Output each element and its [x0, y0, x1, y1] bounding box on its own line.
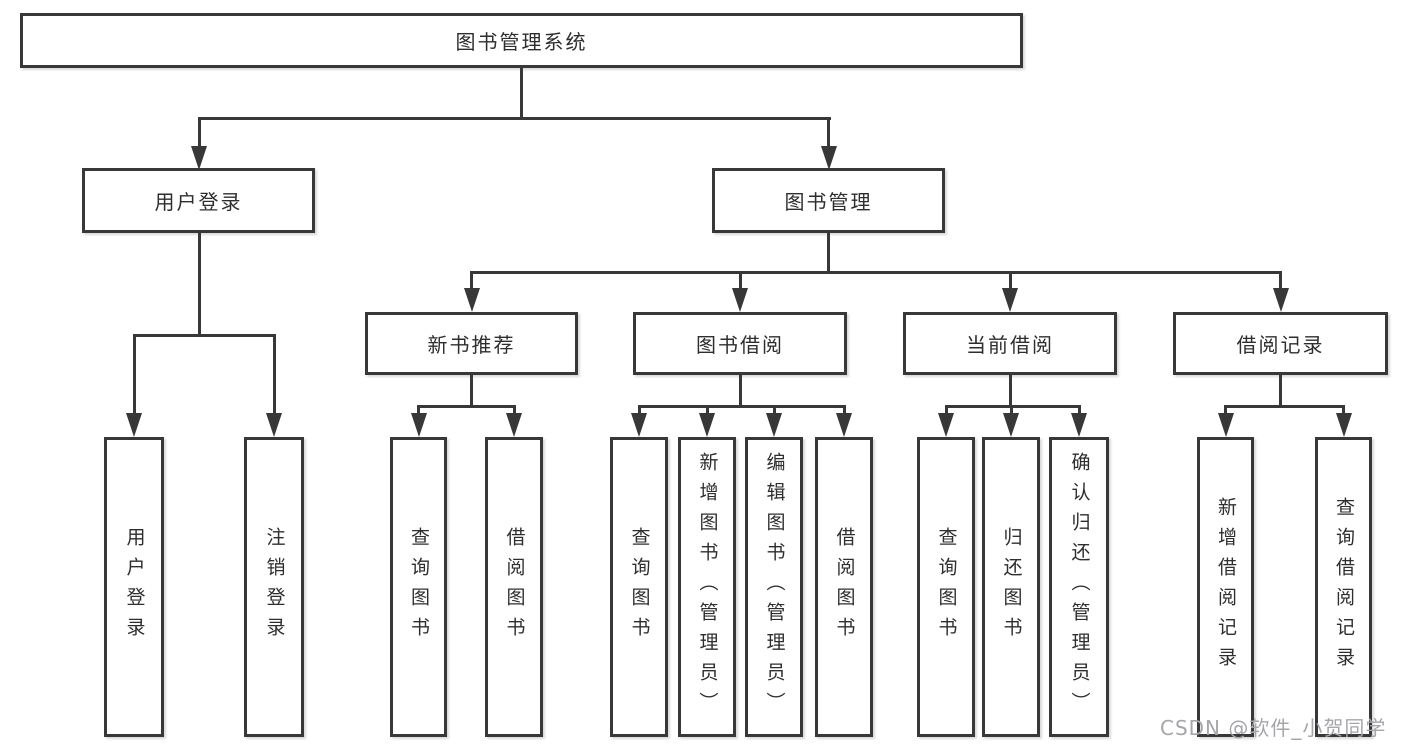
arrowhead-down: [191, 146, 207, 170]
arrowhead-down: [1335, 413, 1352, 437]
leaf-bor-borrow-books: 借阅图书: [815, 437, 873, 737]
leaf-cur-return-books-label: 归还图书: [1000, 527, 1023, 647]
connector-line: [470, 374, 473, 408]
leaf-logout: 注销登录: [244, 437, 304, 737]
leaf-logout-label: 注销登录: [263, 527, 286, 647]
connector-line: [197, 117, 201, 149]
arrowhead-down: [820, 146, 837, 170]
arrowhead-down: [463, 288, 480, 312]
watermark: CSDN @软件_小贺同学: [1160, 716, 1387, 740]
connector-line: [272, 334, 276, 416]
connector-line: [1224, 405, 1227, 416]
leaf-cur-return-books: 归还图书: [982, 437, 1040, 737]
node-user-login: 用户登录: [82, 168, 315, 233]
node-root-label: 图书管理系统: [455, 30, 588, 54]
connector-line: [827, 232, 830, 273]
connector-line: [944, 405, 1081, 408]
connector-line: [1279, 271, 1282, 291]
connector-line: [1279, 374, 1282, 408]
connector-line: [197, 232, 201, 335]
arrowhead-down: [1217, 413, 1234, 437]
connector-line: [1008, 271, 1012, 291]
connector-line: [470, 271, 473, 291]
node-book-mgmt: 图书管理: [712, 168, 945, 233]
arrowhead-down: [266, 413, 282, 437]
connector-line: [1342, 405, 1345, 416]
leaf-cur-query-books: 查询图书: [917, 437, 975, 737]
connector-line: [738, 374, 742, 408]
node-new-book-rec-label: 新书推荐: [427, 333, 516, 357]
leaf-bor-query-books-label: 查询图书: [628, 527, 651, 647]
node-current-borrow: 当前借阅: [903, 312, 1117, 375]
connector-line: [772, 405, 776, 416]
connector-line: [842, 405, 846, 416]
arrowhead-down: [938, 413, 954, 437]
leaf-bor-edit-books-label: 编辑图书（管理员）: [763, 452, 786, 722]
leaf-cur-confirm-return: 确认归还（管理员）: [1049, 437, 1109, 737]
node-book-borrow-label: 图书借阅: [696, 333, 784, 357]
node-borrow-record: 借阅记录: [1173, 312, 1388, 375]
leaf-rec-borrow-books-label: 借阅图书: [503, 527, 526, 647]
arrowhead-down: [631, 413, 647, 437]
node-new-book-rec: 新书推荐: [365, 312, 578, 375]
leaf-bor-borrow-books-label: 借阅图书: [833, 527, 856, 647]
connector-line: [417, 405, 516, 408]
leaf-record-query: 查询借阅记录: [1315, 437, 1372, 737]
leaf-cur-confirm-return-label: 确认归还（管理员）: [1068, 452, 1091, 722]
leaf-rec-query-books: 查询图书: [390, 437, 447, 737]
arrowhead-down: [410, 413, 427, 437]
leaf-user-login-label: 用户登录: [123, 527, 146, 647]
arrowhead-down: [1002, 288, 1018, 312]
connector-line: [1008, 374, 1012, 408]
arrowhead-down: [836, 413, 852, 437]
connector-line: [470, 271, 1282, 274]
node-root: 图书管理系统: [20, 13, 1023, 68]
arrowhead-down: [1003, 413, 1019, 437]
connector-line: [197, 117, 831, 120]
connector-line: [827, 117, 830, 149]
leaf-cur-query-books-label: 查询图书: [935, 527, 958, 647]
connector-line: [1009, 405, 1013, 416]
connector-line: [417, 405, 420, 416]
node-book-borrow: 图书借阅: [633, 312, 847, 375]
connector-line: [132, 334, 276, 337]
leaf-bor-edit-books: 编辑图书（管理员）: [745, 437, 803, 737]
node-user-login-label: 用户登录: [154, 190, 243, 214]
arrowhead-down: [766, 413, 782, 437]
leaf-record-add: 新增借阅记录: [1197, 437, 1254, 737]
node-current-borrow-label: 当前借阅: [966, 333, 1054, 357]
arrowhead-down: [732, 288, 748, 312]
leaf-record-add-label: 新增借阅记录: [1215, 497, 1237, 677]
leaf-bor-query-books: 查询图书: [610, 437, 668, 737]
connector-line: [519, 68, 523, 120]
leaf-record-query-label: 查询借阅记录: [1333, 497, 1355, 677]
leaf-user-login: 用户登录: [104, 437, 164, 737]
node-book-mgmt-label: 图书管理: [784, 190, 873, 214]
connector-line: [705, 405, 709, 416]
arrowhead-down: [1272, 288, 1289, 312]
arrowhead-down: [1071, 413, 1087, 437]
connector-line: [637, 405, 846, 408]
leaf-bor-add-books: 新增图书（管理员）: [678, 437, 736, 737]
connector-line: [637, 405, 641, 416]
leaf-bor-add-books-label: 新增图书（管理员）: [696, 452, 719, 722]
leaf-rec-query-books-label: 查询图书: [408, 527, 430, 647]
connector-line: [512, 405, 516, 416]
leaf-rec-borrow-books: 借阅图书: [485, 437, 543, 737]
connector-line: [1077, 405, 1081, 416]
arrowhead-down: [506, 413, 522, 437]
connector-line: [738, 271, 742, 291]
connector-line: [944, 405, 948, 416]
node-borrow-record-label: 借阅记录: [1236, 333, 1325, 357]
arrowhead-down: [699, 413, 715, 437]
connector-line: [1224, 405, 1345, 408]
arrowhead-down: [126, 413, 142, 437]
connector-line: [132, 334, 136, 416]
